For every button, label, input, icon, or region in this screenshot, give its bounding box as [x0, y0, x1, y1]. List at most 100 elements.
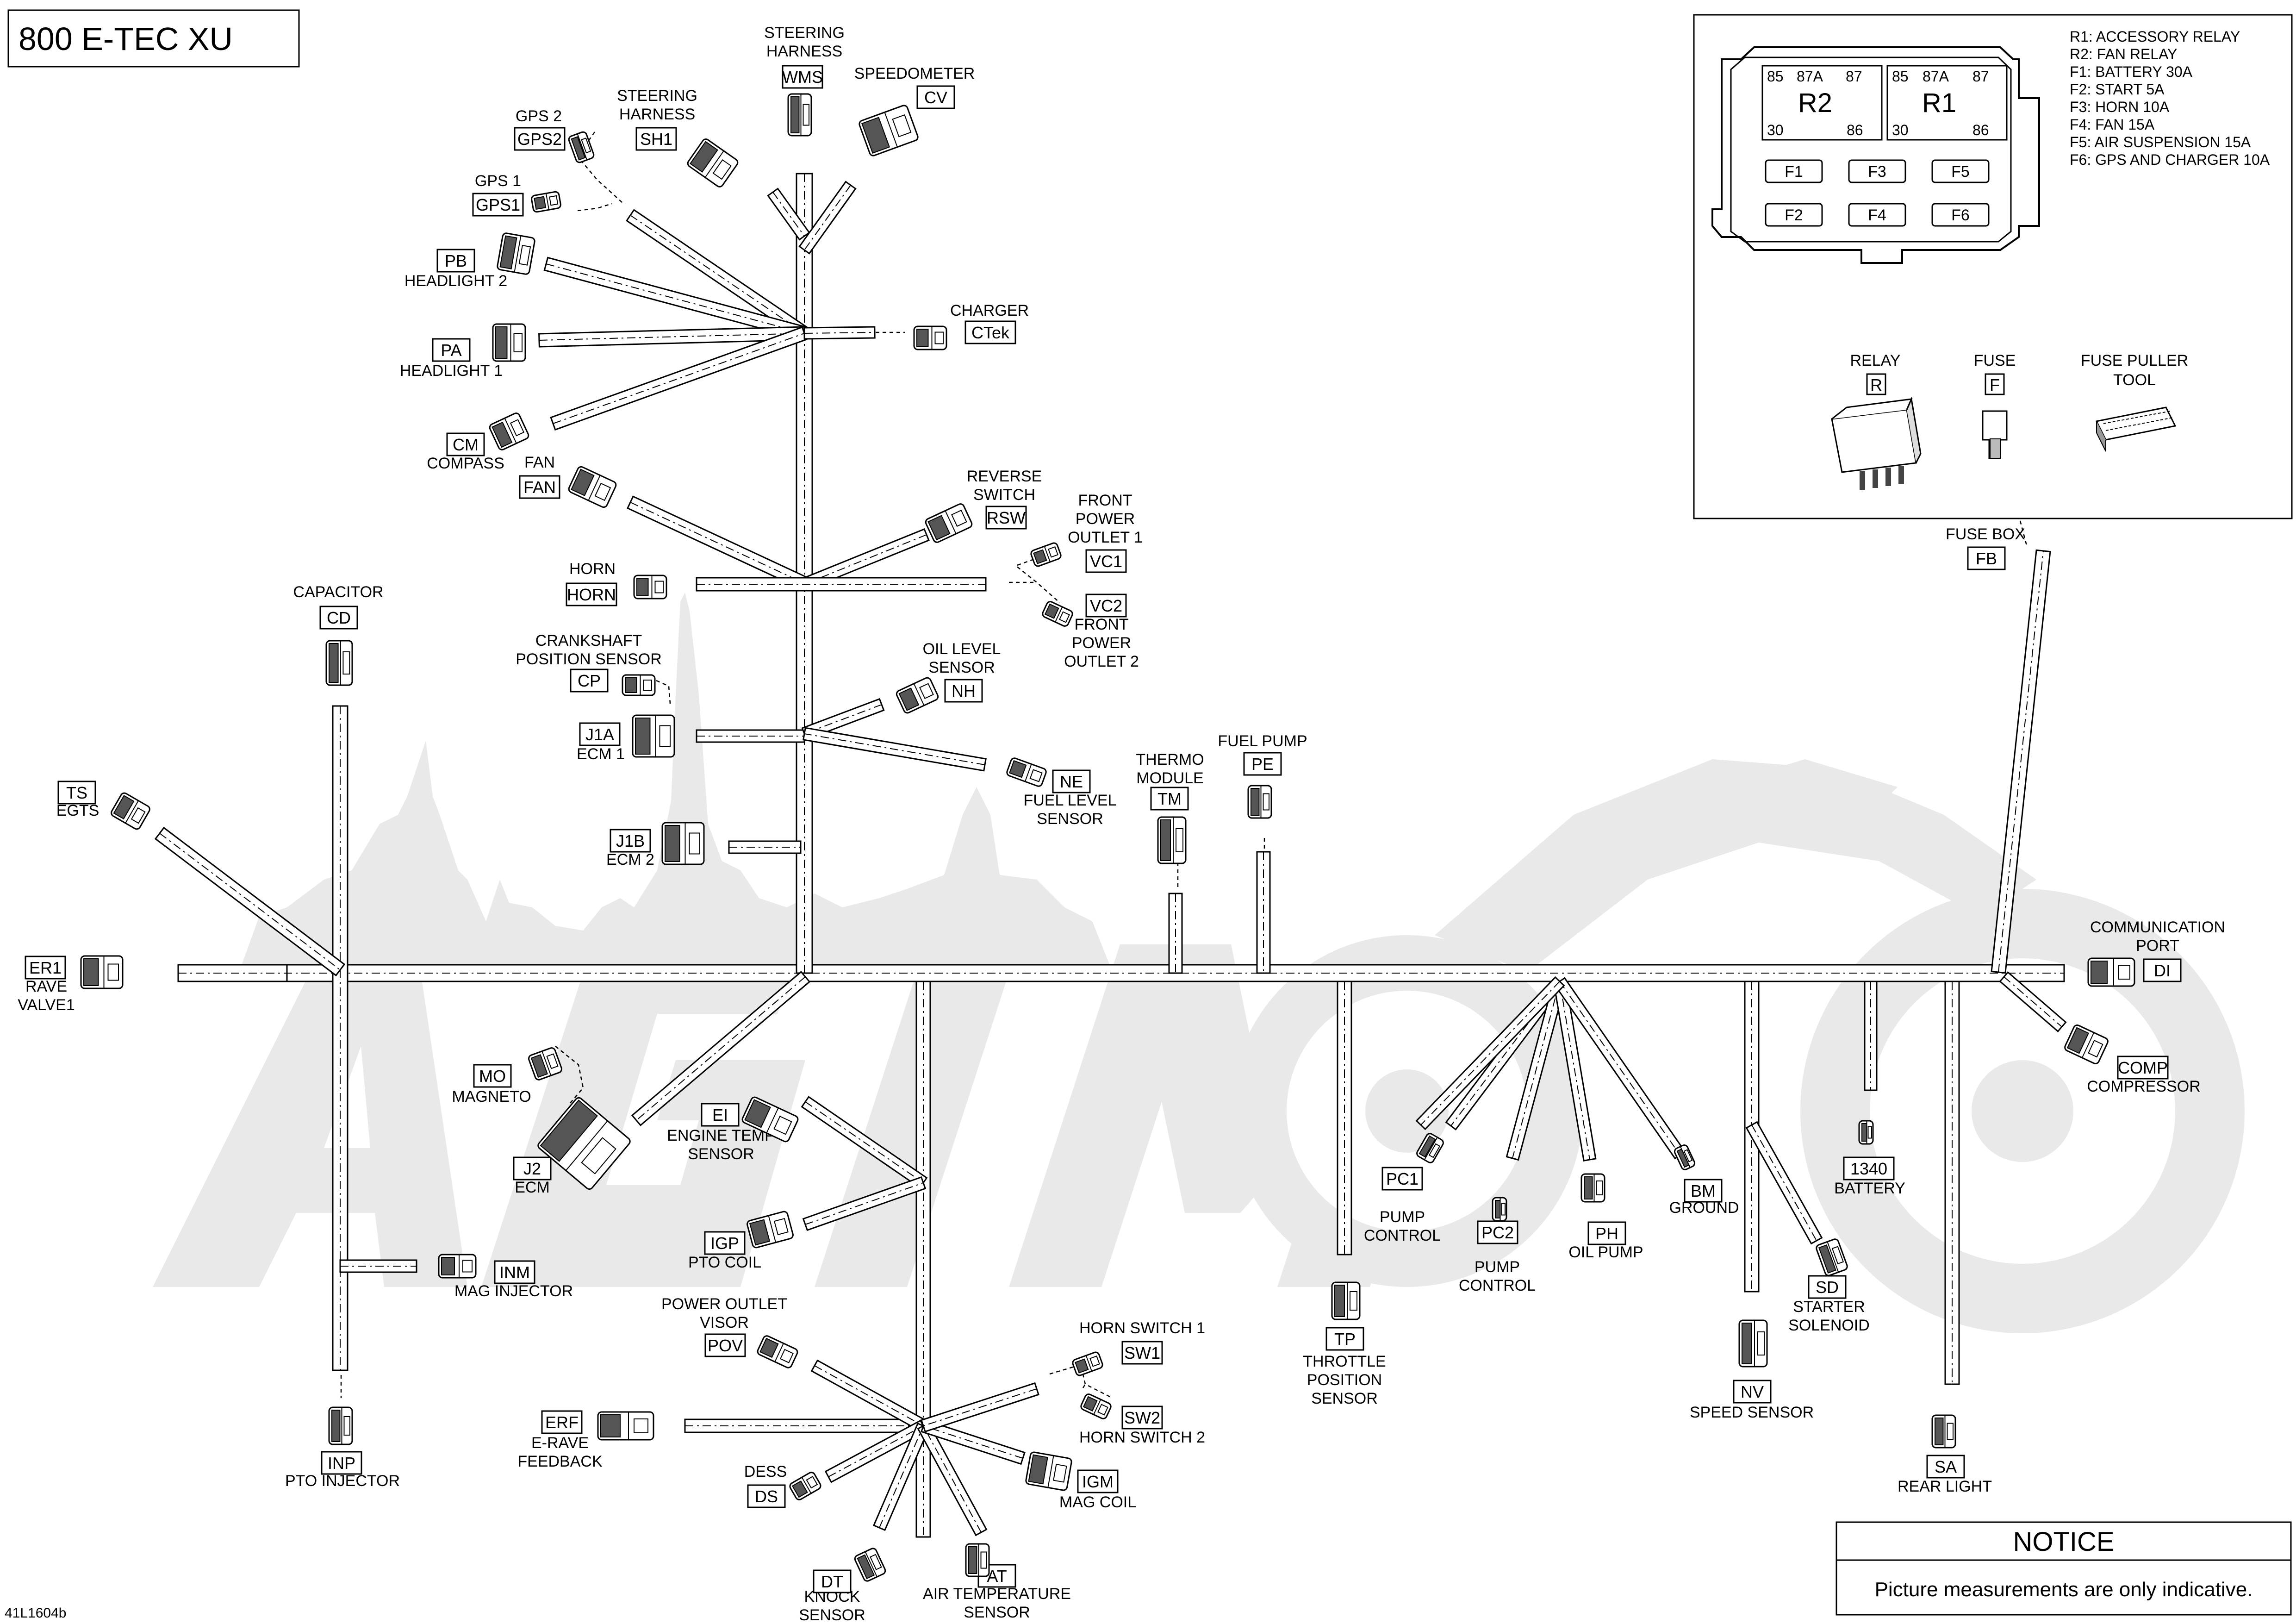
nh-label: SENSOR	[928, 659, 995, 676]
harness-segment	[803, 727, 987, 772]
ei-label: SENSOR	[688, 1145, 754, 1163]
sh1-code: SH1	[640, 130, 672, 149]
notice-box: NOTICE Picture measurements are only ind…	[1836, 1521, 2292, 1616]
fan-label: FAN	[524, 454, 555, 471]
ph-code: PH	[1595, 1224, 1618, 1243]
igm-label: MAG COIL	[1059, 1493, 1136, 1511]
ds-code: DS	[755, 1487, 778, 1506]
erf-code: ERF	[545, 1413, 579, 1432]
pa-label: HEADLIGHT 1	[400, 362, 503, 380]
wms-label: STEERING	[764, 24, 845, 42]
harness-segment	[631, 971, 811, 1126]
pc2-label: CONTROL	[1459, 1277, 1536, 1294]
harness-segment	[915, 981, 931, 1538]
di-code: DI	[2154, 961, 2171, 980]
comp-label: COMPRESSOR	[2087, 1078, 2201, 1095]
harness-segment	[696, 729, 805, 743]
mo-label: MAGNETO	[452, 1088, 531, 1106]
pov-label: VISOR	[700, 1314, 749, 1331]
notice-text: Picture measurements are only indicative…	[1875, 1578, 2253, 1601]
relay-r2: 85 87A 87 R2 30 86	[1767, 68, 1863, 138]
harness-segment	[626, 209, 809, 340]
tm-label: THERMO	[1136, 751, 1204, 768]
harness-segment	[684, 1418, 924, 1433]
fuse-box-detail: 85 87A 87 R2 30 86 85 87A 87 R1 30 86 F1…	[1693, 14, 2293, 519]
rsw-label: REVERSE	[967, 468, 1042, 485]
svg-text:85: 85	[1892, 68, 1909, 85]
j1b-code: J1B	[616, 831, 645, 850]
svg-text:R2: FAN RELAY: R2: FAN RELAY	[2070, 46, 2177, 62]
svg-text:F2: F2	[1785, 206, 1803, 224]
harness-segment	[177, 964, 288, 982]
gps2-code: GPS2	[517, 130, 562, 149]
cp-code: CP	[578, 671, 601, 690]
di-label: COMMUNICATION	[2090, 918, 2225, 936]
harness-segment	[796, 173, 813, 974]
j1a-code: J1A	[585, 725, 614, 744]
svg-text:TOOL: TOOL	[2113, 371, 2156, 389]
svg-text:87: 87	[1846, 68, 1862, 85]
pb-component: HEADLIGHT 2PB	[404, 232, 535, 290]
svg-text:F2: START 5A: F2: START 5A	[2070, 81, 2165, 98]
j1b-label: ECM 2	[606, 851, 654, 868]
svg-text:86: 86	[1847, 122, 1863, 138]
gps1-code: GPS1	[476, 195, 520, 214]
tm-label: MODULE	[1136, 769, 1203, 787]
svg-text:F5: AIR SUSPENSION 15A: F5: AIR SUSPENSION 15A	[2070, 134, 2251, 150]
pb-code: PB	[445, 251, 467, 270]
tp-label: SENSOR	[1311, 1390, 1378, 1407]
svg-text:30: 30	[1767, 122, 1784, 138]
harness-segment	[801, 1096, 928, 1189]
bm-code: BM	[1691, 1181, 1716, 1200]
part-fuse: FUSE F	[1974, 352, 2016, 459]
pa-code: PA	[441, 341, 461, 360]
cd-label: CAPACITOR	[293, 583, 383, 601]
fan-code: FAN	[523, 478, 556, 497]
bat-code: 1340	[1850, 1159, 1887, 1178]
svg-text:F3: F3	[1868, 163, 1886, 181]
pc2-label: PUMP	[1475, 1258, 1520, 1276]
at-label: SENSOR	[964, 1604, 1030, 1621]
svg-text:F1: BATTERY 30A: F1: BATTERY 30A	[2070, 63, 2193, 80]
pc1-code: PC1	[1386, 1169, 1419, 1188]
harness-segment	[1168, 893, 1183, 974]
sd-label: STARTER	[1793, 1298, 1865, 1316]
vc1-label: OUTLET 1	[1068, 529, 1143, 546]
ctek-label: CHARGER	[950, 302, 1029, 319]
svg-text:F5: F5	[1951, 163, 1970, 181]
harness-segment	[1864, 981, 1878, 1091]
nh-code: NH	[952, 681, 976, 700]
inm-code: INM	[499, 1263, 530, 1282]
svg-text:R1: ACCESSORY RELAY: R1: ACCESSORY RELAY	[2070, 28, 2240, 45]
part-relay: RELAY R	[1831, 352, 1922, 490]
pc1-label: PUMP	[1380, 1208, 1425, 1226]
nh-label: OIL LEVEL	[923, 640, 1001, 658]
ei-code: EI	[712, 1106, 728, 1124]
horn-label: HORN	[569, 560, 616, 578]
harness-segment	[1944, 981, 1960, 1385]
